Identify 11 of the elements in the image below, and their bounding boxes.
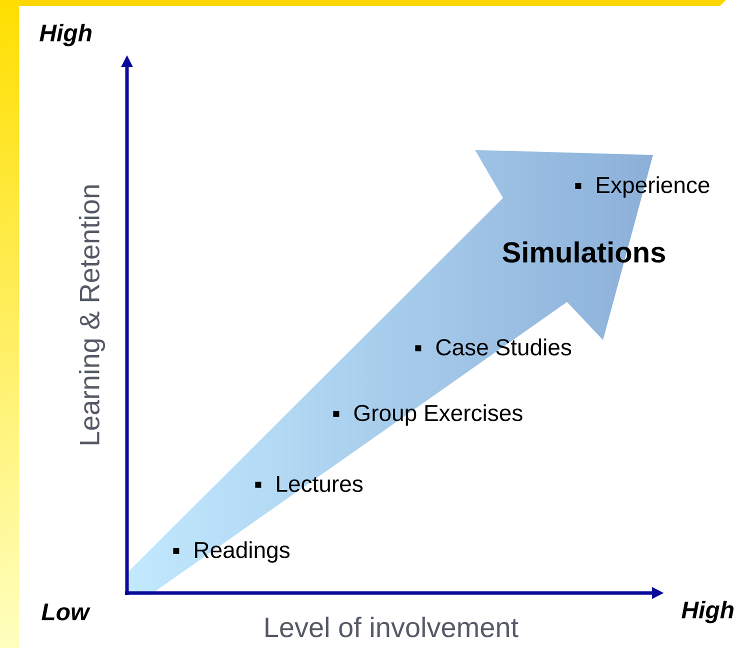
axis-title: Level of involvement [266, 616, 518, 638]
axis-title: Learning & Retention [78, 185, 106, 444]
arrow-heading: Simulations [502, 241, 665, 263]
bullet-item: Group Exercises [333, 404, 522, 426]
axis-end-label: Low [42, 604, 90, 620]
bullet-item: Readings [173, 541, 290, 563]
axis-end-label: High [682, 600, 734, 624]
bullet-item: Case Studies [415, 338, 572, 356]
bullet-item: Lectures [255, 476, 363, 492]
bullet-item: Experience [575, 176, 710, 198]
axis-end-label: High [40, 24, 92, 46]
